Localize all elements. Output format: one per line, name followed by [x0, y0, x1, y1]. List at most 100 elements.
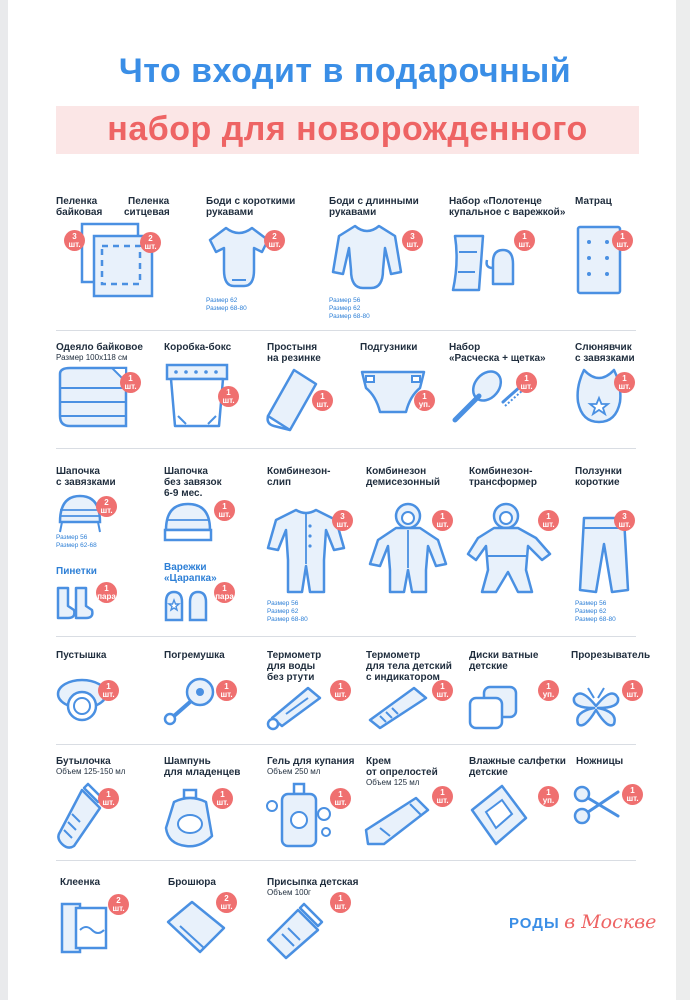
item-label: рукавами	[329, 207, 377, 218]
item-label: Прорезыватель	[571, 650, 651, 661]
bib-icon	[576, 368, 622, 424]
item-label: Пеленка	[128, 196, 170, 207]
scissors-icon	[573, 785, 620, 825]
item-label: с завязками	[575, 353, 635, 364]
item-label: Комбинезон-	[469, 466, 533, 477]
left-edge	[0, 0, 8, 1000]
row-divider	[56, 330, 636, 331]
item-label: Подгузники	[360, 342, 418, 353]
item-label: Шапочка	[164, 466, 208, 477]
logo-text: РОДЫ	[509, 915, 560, 932]
item-size: Размер 62	[575, 608, 607, 615]
item-subtitle: Объем 125-150 мл	[56, 767, 126, 776]
item-label: Матрац	[575, 196, 612, 207]
item-label: слип	[267, 477, 292, 488]
item-label: детские	[469, 767, 508, 778]
item-label: без завязок	[164, 477, 222, 488]
item-label: «Царапка»	[164, 573, 217, 584]
item-label: Пеленка	[56, 196, 98, 207]
oilcloth-icon	[60, 902, 108, 954]
brochure-icon	[166, 900, 226, 954]
title-line-2: набор для новорожденного	[107, 110, 588, 148]
item-label: на резинке	[267, 353, 321, 364]
item-label: Погремушка	[164, 650, 225, 661]
item-label: детские	[469, 661, 508, 672]
fitted-sheet-icon	[266, 368, 318, 432]
title-line-1: Что входит в подарочный	[118, 52, 572, 90]
storage-box-icon	[165, 363, 229, 428]
item-size: Размер 62-68	[56, 542, 97, 549]
rattle-icon	[163, 677, 215, 726]
item-label: Клеенка	[60, 877, 101, 888]
item-size: Размер 56	[329, 297, 361, 304]
item-label: Комбинезон-	[267, 466, 331, 477]
item-label: рукавами	[206, 207, 254, 218]
baby-bottle-icon	[57, 782, 104, 849]
row-divider	[56, 744, 636, 745]
comb-brush-icon	[452, 370, 524, 423]
item-label: от опрелостей	[366, 767, 438, 778]
item-label: Бутылочка	[56, 756, 111, 767]
item-label: без ртути	[267, 672, 315, 683]
booties-icon	[56, 586, 94, 620]
cotton-pads-icon	[468, 685, 518, 730]
item-label: Набор	[449, 342, 481, 353]
mattress-icon	[576, 225, 622, 295]
towel-mitten-icon	[451, 234, 515, 292]
item-label: для младенцев	[164, 767, 241, 778]
item-size: Размер 68-80	[206, 305, 247, 312]
item-label: Слюнявчик	[575, 342, 632, 353]
item-label: для тела детский	[366, 661, 452, 672]
item-label: короткие	[575, 477, 620, 488]
diapers-icon	[80, 222, 154, 298]
item-size: Размер 62	[267, 608, 299, 615]
scratch-mittens-icon	[164, 590, 208, 622]
logo-script: в Москве	[564, 911, 657, 933]
item-label: Одеяло байковое	[56, 342, 143, 353]
row-divider	[56, 636, 636, 637]
item-subtitle: Объем 100г	[267, 888, 311, 897]
item-size: Размер 56	[267, 600, 299, 607]
item-label: Варежки	[164, 562, 207, 573]
item-label: Гель для купания	[267, 756, 355, 767]
item-subtitle: Объем 125 мл	[366, 778, 420, 787]
item-label: Диски ватные	[469, 650, 539, 661]
item-label: ситцевая	[124, 207, 170, 218]
blanket-icon	[58, 366, 128, 428]
item-label: Коробка-бокс	[164, 342, 232, 353]
right-edge	[676, 0, 690, 1000]
item-size: Размер 56	[56, 534, 88, 541]
pacifier-icon	[56, 678, 108, 722]
baby-powder-icon	[266, 902, 324, 960]
teether-icon	[572, 687, 620, 727]
wet-wipes-icon	[470, 784, 528, 846]
water-thermometer-icon	[266, 686, 322, 731]
bodysuit-long-sleeve-icon	[331, 224, 403, 290]
item-size: Размер 68-80	[329, 313, 370, 320]
hat-with-ties-icon	[58, 494, 102, 533]
item-label: Шапочка	[56, 466, 100, 477]
item-label: Присыпка детская	[267, 877, 359, 888]
